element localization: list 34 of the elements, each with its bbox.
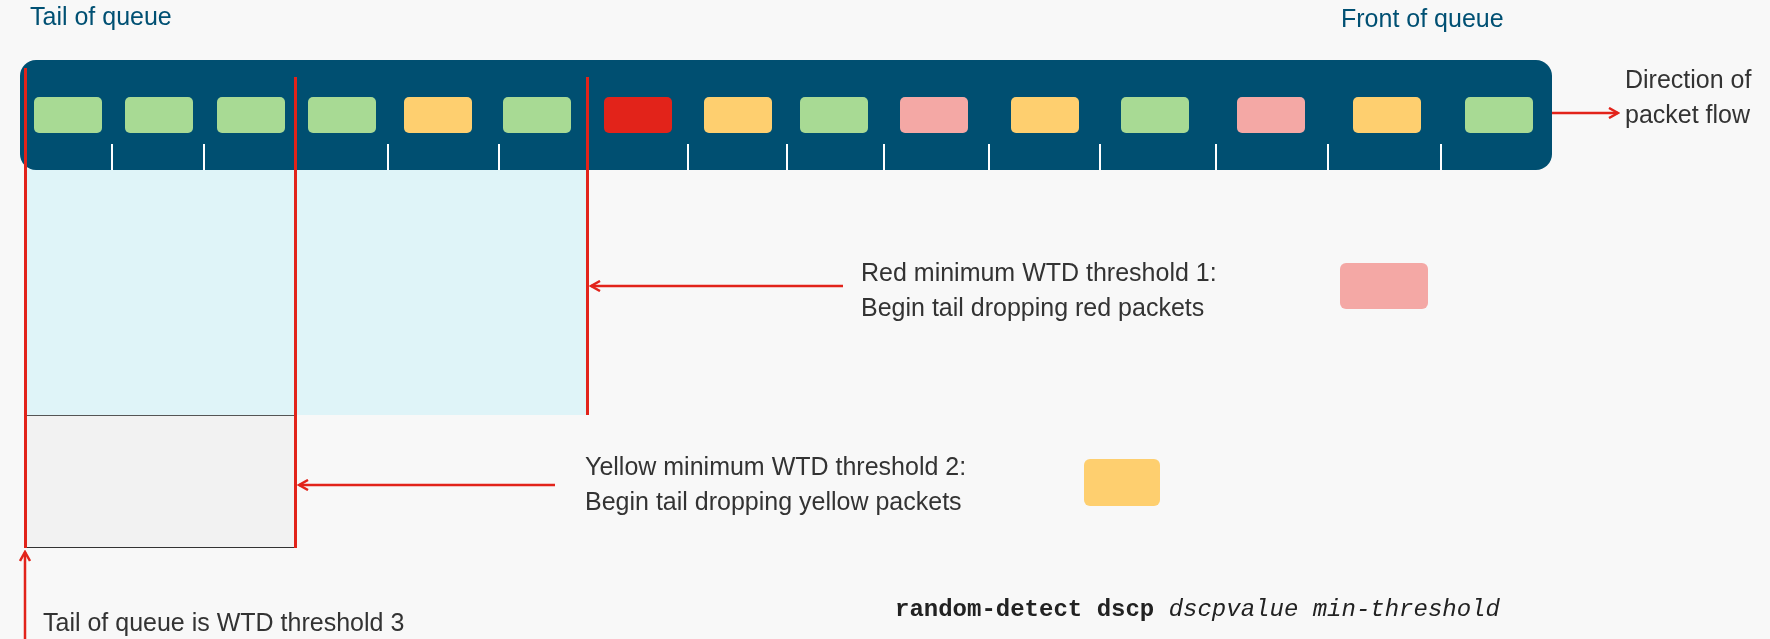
queue-bar	[20, 60, 1552, 170]
packet	[704, 97, 772, 133]
callout-text: Yellow minimum WTD threshold 2: Begin tail dropping yellow packets	[585, 449, 1025, 519]
packet	[1237, 97, 1305, 133]
packet	[1121, 97, 1189, 133]
packet	[308, 97, 376, 133]
packet	[125, 97, 193, 133]
arrow	[589, 279, 843, 293]
color-swatch	[1340, 263, 1428, 309]
heading-text: Front of queue	[1341, 4, 1505, 33]
callout-text: Direction of packet flow	[1625, 62, 1753, 132]
packet	[503, 97, 571, 133]
queue-fill-area	[25, 169, 587, 415]
arrow	[18, 550, 32, 639]
packet	[34, 97, 102, 133]
color-swatch	[1084, 459, 1160, 506]
command-text: random-detect dscp dscpvalue min-threshold	[895, 596, 1501, 623]
heading-text: Tail of queue	[30, 2, 173, 31]
threshold-line	[586, 77, 589, 415]
packet	[217, 97, 285, 133]
callout-text: Red minimum WTD threshold 1: Begin tail dropping red packets	[861, 255, 1251, 325]
queue-fill-area	[25, 415, 295, 548]
packet	[1011, 97, 1079, 133]
packet	[900, 97, 968, 133]
packet	[1353, 97, 1421, 133]
packet	[800, 97, 868, 133]
packet	[404, 97, 472, 133]
callout-text: Tail of queue is WTD threshold 3	[43, 605, 543, 639]
arrow	[297, 478, 555, 492]
arrow	[1552, 106, 1620, 120]
packet	[604, 97, 672, 133]
threshold-line	[294, 77, 297, 548]
packet	[1465, 97, 1533, 133]
threshold-line	[24, 68, 27, 548]
